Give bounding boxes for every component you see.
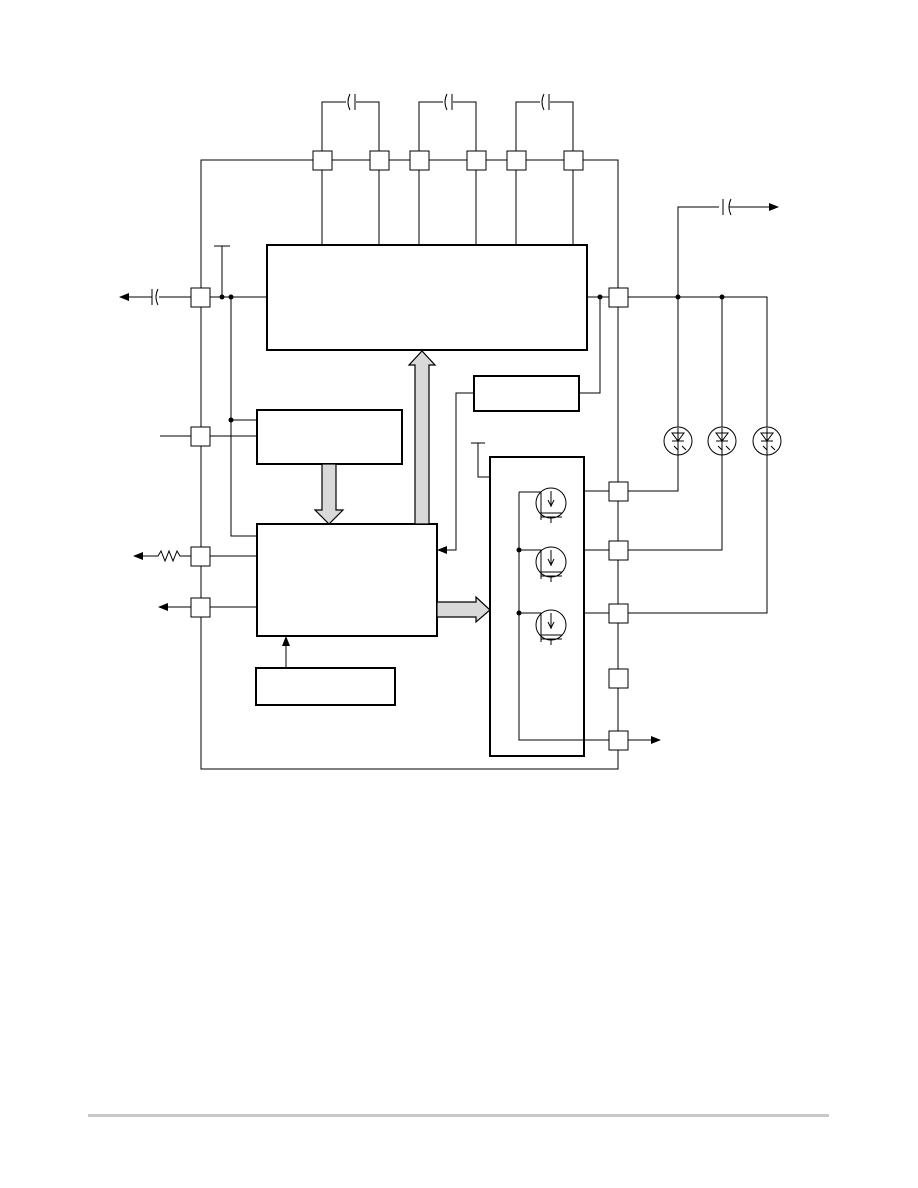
- cap-pin-5: [506, 150, 527, 171]
- footer-rule: [88, 1114, 829, 1117]
- bottom-block: [255, 667, 396, 706]
- cap-pin-3: [409, 150, 430, 171]
- flying-capacitor-2: [444, 93, 453, 111]
- right-pin-led3: [608, 603, 629, 624]
- external-resistor: [146, 549, 191, 563]
- cap-pin-2: [369, 150, 390, 171]
- left-block: [256, 409, 403, 465]
- output-pin: [608, 287, 629, 308]
- bus-arrow-right: [436, 595, 491, 624]
- right-pin-led2: [608, 540, 629, 561]
- left-pin-3: [190, 546, 211, 567]
- left-pin-vin: [190, 287, 211, 308]
- led-3: [752, 426, 782, 456]
- left-pin-2: [190, 426, 211, 447]
- current-sink-transistor-3: [519, 609, 609, 645]
- charge-pump-block: [266, 244, 588, 351]
- bus-arrow-up: [407, 350, 437, 525]
- right-pin-nc: [608, 668, 629, 689]
- led-2: [707, 426, 737, 456]
- flying-capacitor-section: [312, 93, 584, 245]
- led-1: [663, 426, 693, 456]
- output-capacitor: [722, 198, 732, 216]
- left-pin-4: [190, 597, 211, 618]
- right-small-block: [473, 375, 580, 412]
- cap-pin-6: [563, 150, 584, 171]
- right-pin-gnd: [608, 730, 629, 751]
- flying-capacitor-3: [541, 93, 550, 111]
- cap-pin-1: [312, 150, 333, 171]
- current-sink-transistor-1: [519, 487, 609, 523]
- cap-pin-4: [466, 150, 487, 171]
- current-sink-transistor-2: [519, 546, 609, 582]
- flying-capacitor-1: [347, 93, 356, 111]
- input-capacitor: [151, 288, 159, 306]
- right-pin-led1: [608, 481, 629, 502]
- control-logic-block: [256, 523, 438, 637]
- bus-arrow-down: [313, 463, 345, 525]
